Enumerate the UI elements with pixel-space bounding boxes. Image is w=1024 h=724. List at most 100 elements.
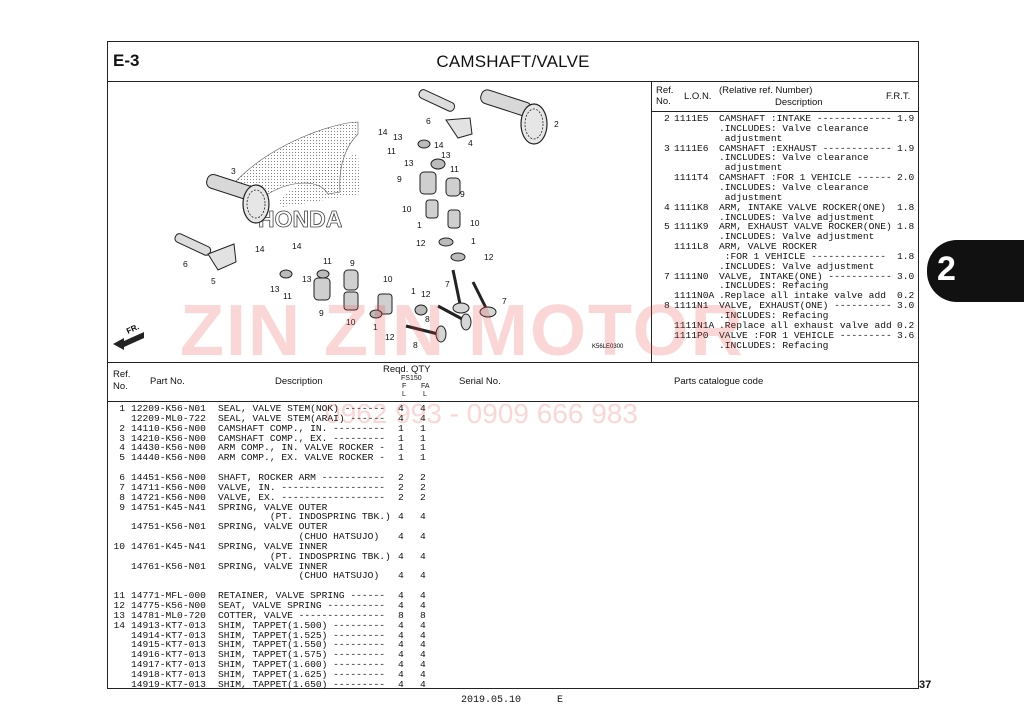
part-description-cell: RETAINER, VALVE SPRING ------ (218, 590, 385, 602)
qty-fa-cell: 4 (420, 570, 426, 582)
lon-cell: 1111P0 (674, 329, 709, 341)
parts-header-serial: Serial No. (459, 376, 501, 387)
parts-header-fa: FA (421, 383, 430, 390)
qty-fa-cell: 4 (420, 668, 426, 680)
frt-cell: 3.6 (897, 329, 915, 341)
callout: 12 (385, 332, 395, 342)
qty-f-cell: 1 (398, 432, 404, 444)
lon-cell: 1111N0 (674, 270, 709, 282)
parts-header-model: FS150 (401, 375, 422, 382)
qty-fa-cell: 4 (420, 590, 426, 602)
frt-cell: 1.8 (897, 201, 915, 213)
ref-table-row: .INCLUDES: Refacing (652, 340, 918, 351)
qty-fa-cell: 2 (420, 491, 426, 503)
ref-description-cell: .INCLUDES: Valve adjustment (719, 211, 875, 223)
parts-header-no: No. (113, 381, 128, 392)
camshaft-intake (480, 89, 548, 145)
page-number: 37 (919, 679, 932, 691)
ref-table-row: .INCLUDES: Refacing (652, 281, 918, 291)
part-description-cell: SEAL, VALVE STEM(ARAI) ------ (218, 412, 385, 424)
part-description-cell: VALVE, IN. ------------------ (218, 481, 385, 493)
ref-description-cell: adjustment (719, 191, 783, 203)
part-number-cell: 14751-K56-N01 (131, 521, 206, 533)
qty-f-cell: 4 (398, 570, 404, 582)
part-description-cell: CAMSHAFT COMP., IN. --------- (218, 422, 385, 434)
ref-header-lon: L.O.N. (684, 91, 712, 102)
callout: 4 (468, 138, 473, 148)
qty-f-cell: 1 (398, 422, 404, 434)
part-number-cell: 14916-KT7-013 (131, 649, 206, 661)
part-number-cell: 14914-KT7-013 (131, 629, 206, 641)
qty-f-cell: 4 (398, 668, 404, 680)
part-number-cell: 14781-ML0-720 (131, 609, 206, 621)
ref-description-cell: VALVE, EXHAUST(ONE) ---------- (719, 300, 892, 312)
callout: 11 (387, 146, 396, 156)
part-ref-cell: 7 (119, 481, 125, 493)
part-ref-cell: 11 (113, 590, 125, 602)
ref-description-cell: CAMSHAFT :FOR 1 VEHICLE ------ (719, 172, 892, 184)
lon-cell: 1111K8 (674, 201, 709, 213)
qty-fa-cell: 4 (420, 639, 426, 651)
ref-description-cell: .INCLUDES: Refacing (719, 280, 829, 292)
qty-fa-cell: 4 (420, 678, 426, 690)
part-number-cell: 12209-K56-N01 (131, 403, 206, 414)
rocker-arm-exhaust (207, 243, 237, 271)
page-frame (107, 41, 919, 689)
callout: 13 (404, 158, 414, 168)
ref-table-row: .INCLUDES: Valve adjustment (652, 211, 918, 223)
callout: 10 (346, 317, 356, 327)
ref-header-divider (652, 111, 918, 112)
qty-f-cell: 4 (398, 550, 404, 562)
qty-f-cell: 4 (398, 412, 404, 424)
ref-description-cell: .Replace all intake valve add (719, 290, 886, 302)
frt-cell: 1.8 (897, 221, 915, 233)
callout: 1 (411, 286, 416, 296)
part-description-cell: VALVE, EX. ------------------ (218, 491, 385, 503)
qty-fa-cell: 4 (420, 629, 426, 641)
callout: 14 (255, 244, 265, 254)
part-description-cell: COTTER, VALVE --------------- (218, 609, 385, 621)
ref-table-row: adjustment (652, 133, 918, 144)
qty-fa-cell: 4 (420, 531, 426, 543)
qty-fa-cell: 8 (420, 609, 426, 621)
parts-header-reqd-qty: Reqd. QTY (383, 364, 431, 375)
callout: 2 (554, 119, 559, 129)
lon-cell: 1111L8 (674, 241, 709, 253)
qty-fa-cell: 2 (420, 481, 426, 493)
ref-cell: 2 (664, 113, 670, 124)
part-ref-cell: 1 (119, 403, 125, 414)
qty-fa-cell: 1 (420, 452, 426, 464)
lon-cell: 1111K9 (674, 221, 709, 233)
qty-f-cell: 2 (398, 491, 404, 503)
qty-fa-cell: 1 (420, 442, 426, 454)
ref-table-row: .INCLUDES: Valve clearance (652, 183, 918, 193)
qty-fa-cell: 1 (420, 422, 426, 434)
ref-description-cell: CAMSHAFT :EXHAUST ------------ (719, 142, 892, 154)
qty-f-cell: 4 (398, 600, 404, 611)
ref-description-cell: :FOR 1 VEHICLE ------------- (719, 250, 886, 262)
callout: 9 (397, 174, 402, 184)
part-number-cell: 14771-MFL-000 (131, 590, 206, 602)
watermark-name: ZIN ZIN MOTOR (180, 291, 745, 371)
part-number-cell: 14918-KT7-013 (131, 668, 206, 680)
part-description-cell: SPRING, VALVE INNER (218, 540, 328, 552)
ref-description-cell: .INCLUDES: Valve clearance (719, 122, 869, 134)
part-ref-cell: 3 (119, 432, 125, 444)
part-number-cell: 14919-KT7-013 (131, 678, 206, 690)
part-number-cell: 14721-K56-N00 (131, 491, 206, 503)
